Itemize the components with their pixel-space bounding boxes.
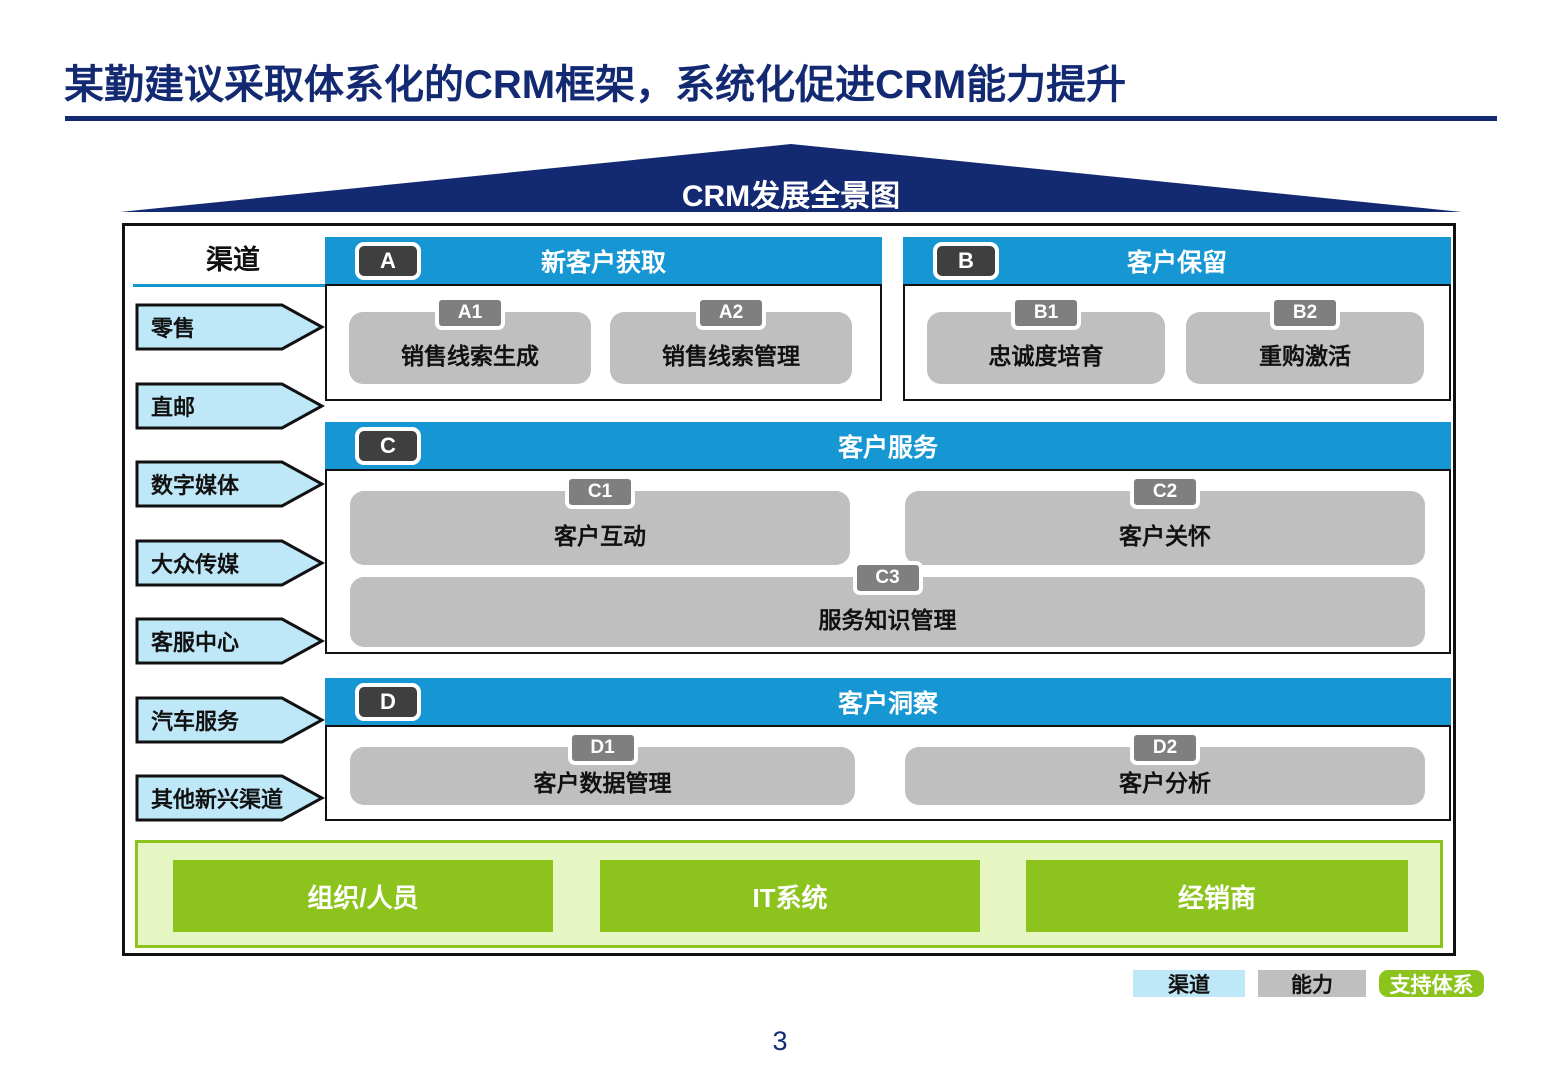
section-customer-service: C 客户服务 C1 客户互动 C2 客户关怀 C3 服务知识管理 [325,422,1451,654]
crm-overview-banner: CRM发展全景图 [120,144,1462,212]
capability-b1-badge: B1 [1011,296,1081,330]
support-systems-band: 组织/人员 IT系统 经销商 [135,840,1443,948]
capability-c2-badge: C2 [1130,475,1200,509]
support-box-dealer: 经销商 [1026,860,1408,932]
capability-a1-label: 销售线索生成 [401,343,539,369]
section-b-title: 客户保留 [1126,248,1227,277]
section-b-body: B1 忠诚度培育 B2 重购激活 [903,284,1451,401]
capability-d1-label: 客户数据管理 [533,770,672,796]
capability-d2-badge: D2 [1130,731,1200,765]
channel-arrow-icon [135,774,325,822]
section-a-body: A1 销售线索生成 A2 销售线索管理 [325,284,882,401]
framework-container: 渠道 零售 直邮 数字媒体 大众传媒 [122,223,1456,956]
section-d-header: D 客户洞察 [325,678,1451,725]
channel-label: 直邮 [151,395,196,420]
channel-item-auto-service: 汽车服务 [135,696,325,744]
section-a-title: 新客户获取 [540,248,666,277]
capability-b2: B2 重购激活 [1186,296,1424,384]
capability-b2-label: 重购激活 [1259,343,1351,369]
channel-item-mass-media: 大众传媒 [135,539,325,587]
legend-capability: 能力 [1258,970,1366,997]
channel-item-direct-mail: 直邮 [135,382,325,430]
channel-arrow-icon [135,539,325,587]
channel-arrow-icon [135,460,325,508]
capability-c3: C3 服务知识管理 [350,561,1425,647]
section-customer-retention: B 客户保留 B1 忠诚度培育 B2 重购激活 [903,237,1451,401]
capability-a2-badge: A2 [696,296,766,330]
section-new-customer-acquisition: A 新客户获取 A1 销售线索生成 A2 销售线索管理 [325,237,882,401]
channel-item-retail: 零售 [135,303,325,351]
capability-a1-badge: A1 [435,296,505,330]
section-c-badge: C [355,427,421,465]
capability-d1: D1 客户数据管理 [350,731,855,805]
section-b-badge: B [933,242,999,280]
channel-label: 汽车服务 [151,709,240,734]
capability-b2-badge: B2 [1270,296,1340,330]
capability-a2: A2 销售线索管理 [610,296,852,384]
capability-c1: C1 客户互动 [350,475,850,565]
capability-c2: C2 客户关怀 [905,475,1425,565]
capability-c3-label: 服务知识管理 [818,607,957,633]
channel-label: 零售 [151,316,196,341]
channel-arrow-icon [135,382,325,430]
channels-column-header: 渠道 [206,245,260,275]
channel-item-other-emerging: 其他新兴渠道 [135,774,325,822]
section-c-title: 客户服务 [837,433,938,462]
channel-label: 数字媒体 [151,473,240,498]
section-d-badge: D [355,683,421,721]
capability-b1: B1 忠诚度培育 [927,296,1165,384]
capability-c1-label: 客户互动 [554,523,646,549]
section-d-title: 客户洞察 [837,689,938,718]
page-title: 某勤建议采取体系化的CRM框架，系统化促进CRM能力提升 [64,63,1127,107]
channel-arrow-icon [135,303,325,351]
channel-arrow-icon [135,617,325,665]
channel-label: 客服中心 [151,630,240,655]
channels-divider [133,284,331,287]
capability-b1-label: 忠诚度培育 [988,343,1104,369]
legend-channel: 渠道 [1133,970,1245,997]
section-c-body: C1 客户互动 C2 客户关怀 C3 服务知识管理 [325,469,1451,654]
section-b-header: B 客户保留 [903,237,1451,284]
capability-c2-label: 客户关怀 [1119,523,1211,549]
channel-label: 其他新兴渠道 [151,787,284,812]
title-divider [65,116,1497,121]
section-d-body: D1 客户数据管理 D2 客户分析 [325,725,1451,821]
section-a-header: A 新客户获取 [325,237,882,284]
channel-label: 大众传媒 [151,552,240,577]
capability-d2-label: 客户分析 [1119,770,1211,796]
capability-a2-label: 销售线索管理 [662,343,800,369]
capability-c1-badge: C1 [565,475,635,509]
channel-arrow-icon [135,696,325,744]
capability-c3-badge: C3 [852,561,923,595]
capability-d2: D2 客户分析 [905,731,1425,805]
channel-item-service-center: 客服中心 [135,617,325,665]
section-a-badge: A [355,242,421,280]
support-box-organization: 组织/人员 [173,860,553,932]
banner-title: CRM发展全景图 [681,180,901,213]
support-box-it-system: IT系统 [600,860,980,932]
section-c-header: C 客户服务 [325,422,1451,469]
page-number: 3 [772,1026,788,1056]
capability-a1: A1 销售线索生成 [349,296,591,384]
section-customer-insight: D 客户洞察 D1 客户数据管理 D2 客户分析 [325,678,1451,821]
channel-item-digital-media: 数字媒体 [135,460,325,508]
legend-support-system: 支持体系 [1379,970,1484,997]
capability-d1-badge: D1 [567,731,638,765]
